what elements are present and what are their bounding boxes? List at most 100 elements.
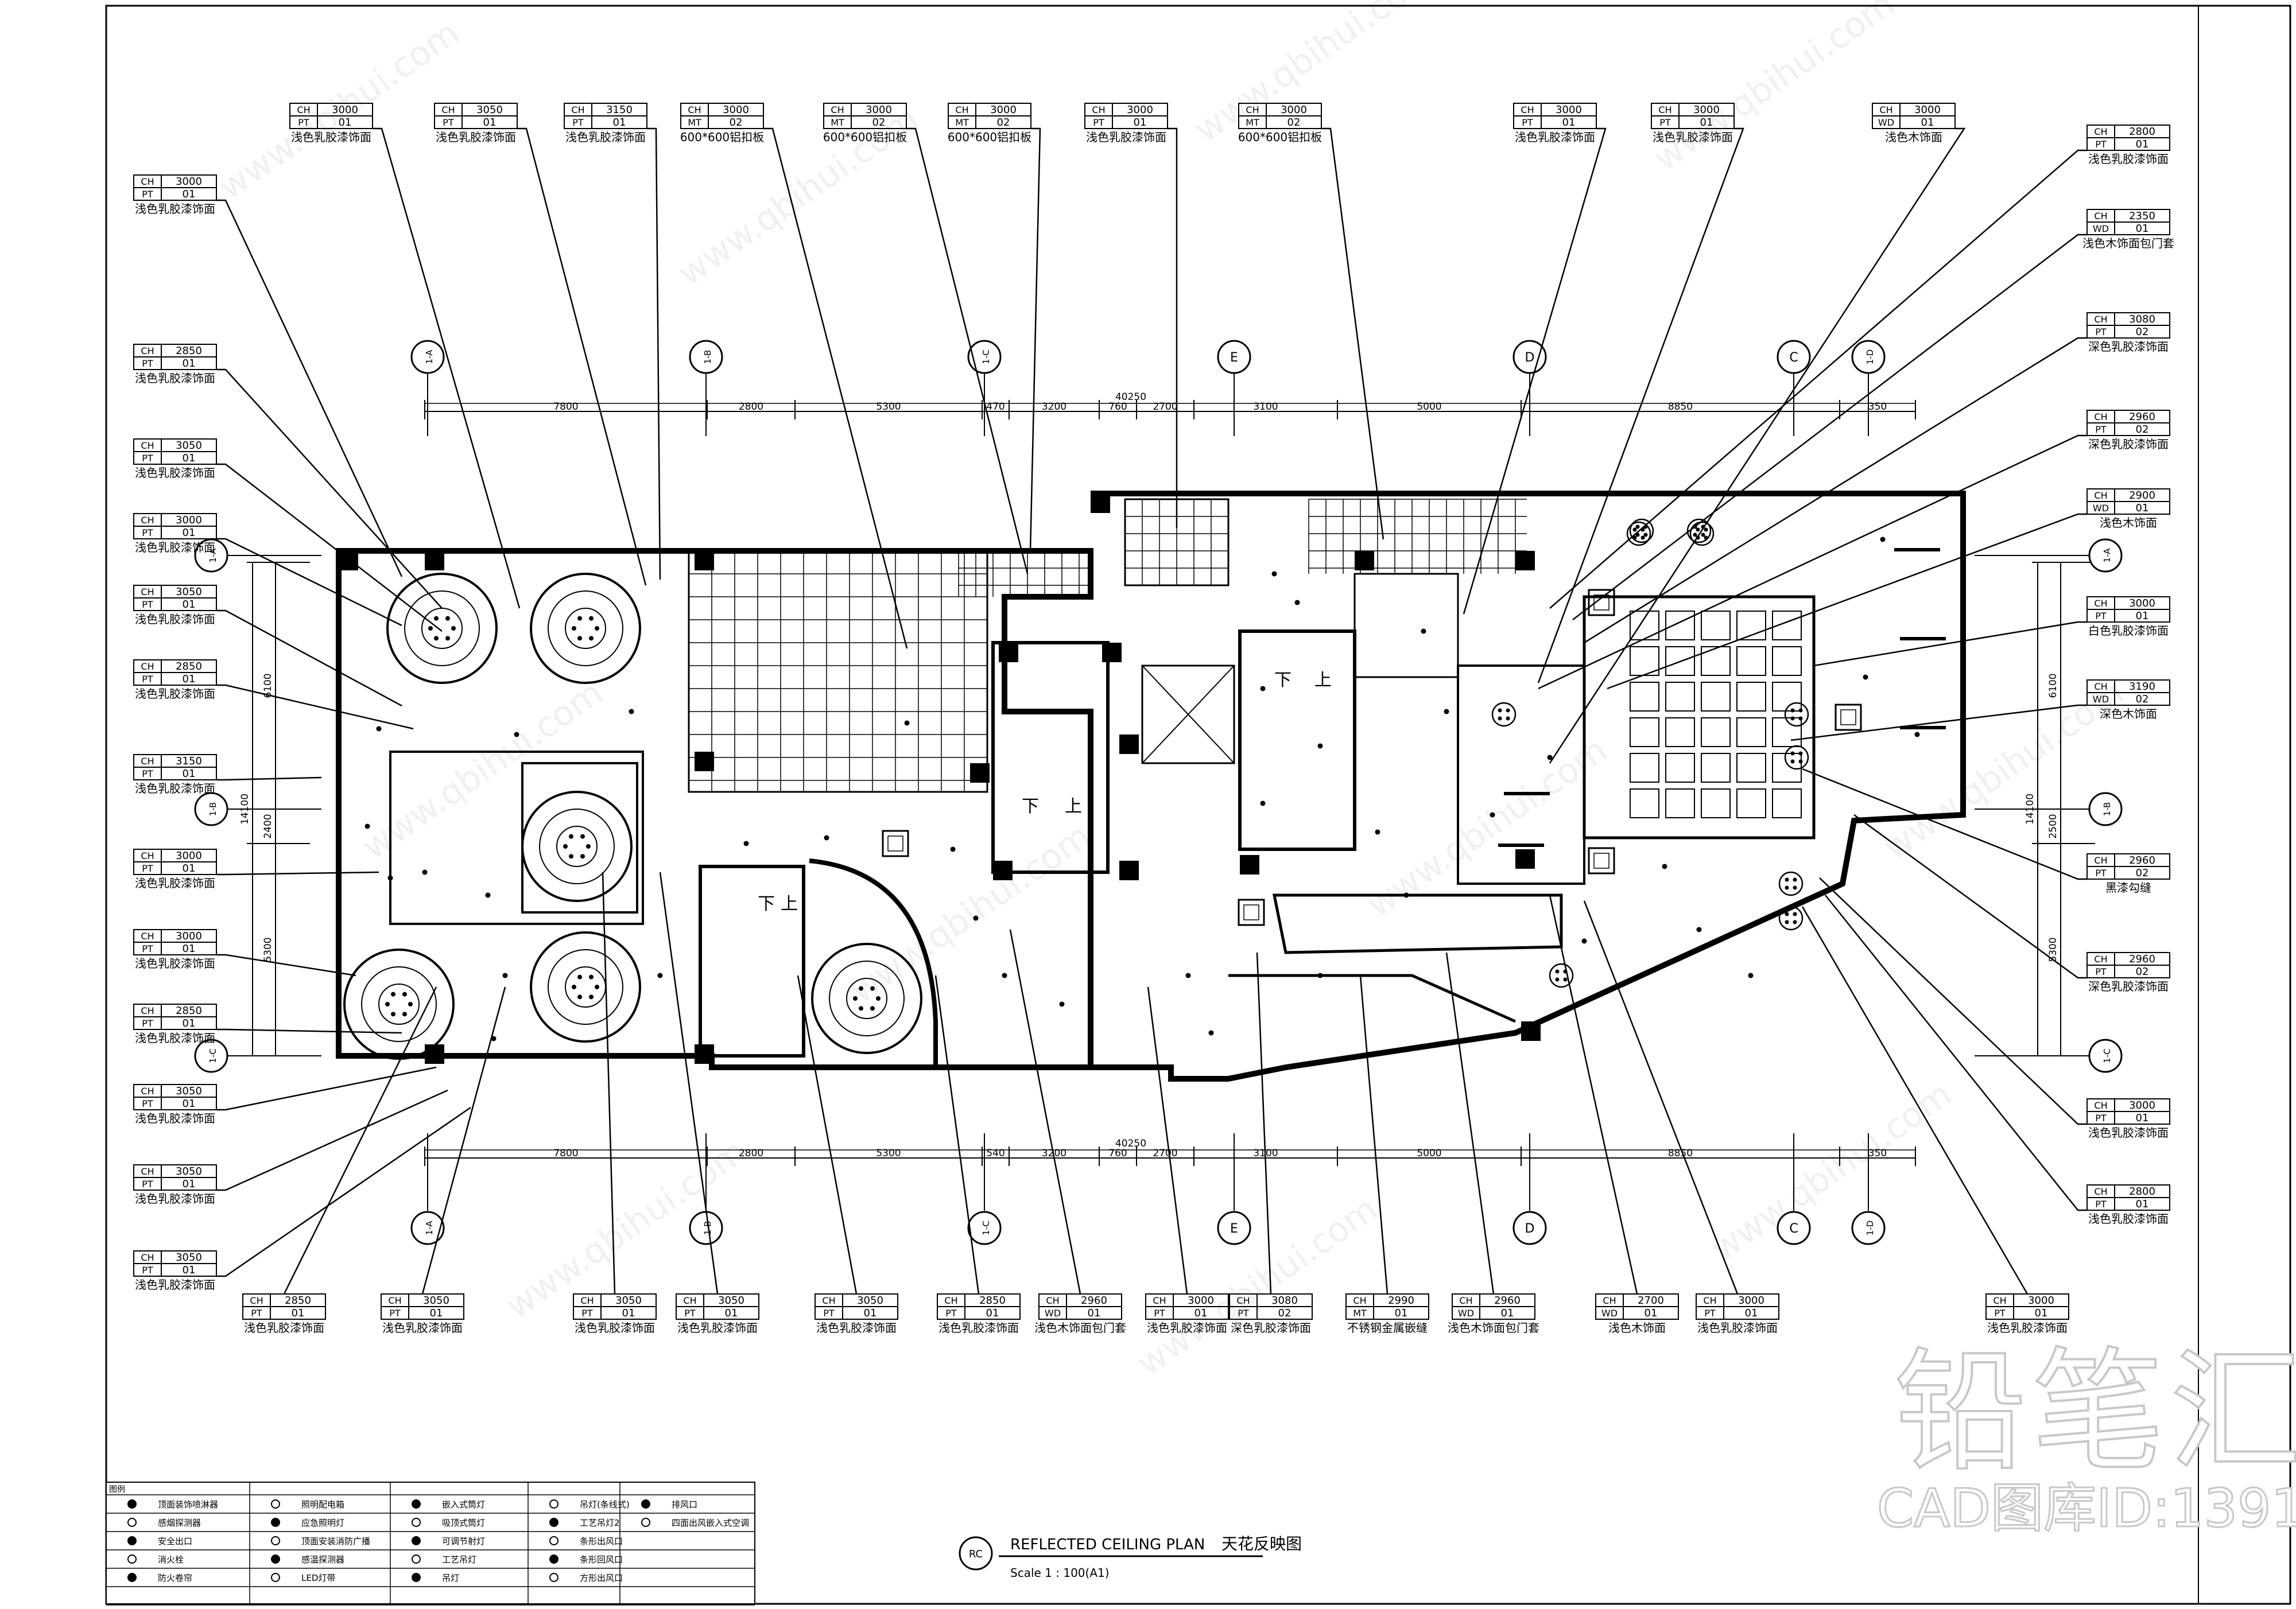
tag-desc: 浅色乳胶漆饰面 bbox=[816, 1321, 897, 1335]
leader bbox=[216, 463, 443, 632]
tag-ch: CH bbox=[388, 1295, 401, 1306]
pendant-bulb bbox=[434, 616, 439, 621]
spotlight-bulb bbox=[1704, 527, 1708, 532]
coffer-cell bbox=[1736, 717, 1766, 747]
spotlight-icon bbox=[412, 1536, 421, 1545]
tag-ch: CH bbox=[831, 104, 844, 115]
legend-item: 条形出风口 bbox=[549, 1536, 623, 1546]
leader bbox=[421, 986, 506, 1295]
downlight bbox=[514, 732, 519, 737]
pendant-bulb bbox=[853, 996, 858, 1001]
dim-top-value: 3200 bbox=[1042, 401, 1066, 413]
watermark-brand: 铅笔汇 bbox=[1894, 1336, 2296, 1489]
tag-ch: CH bbox=[250, 1295, 263, 1306]
tag-desc: 浅色乳胶漆饰面 bbox=[135, 541, 215, 554]
downlight bbox=[1490, 812, 1495, 818]
stair-direction-label: 下 bbox=[758, 894, 775, 914]
downlight bbox=[364, 823, 370, 829]
leader bbox=[1463, 127, 1607, 615]
hydrant-icon bbox=[127, 1554, 137, 1564]
surface-light-icon bbox=[412, 1518, 421, 1527]
dim-top-value: 470 bbox=[986, 401, 1004, 413]
tag-desc: 600*600铝扣板 bbox=[948, 130, 1031, 144]
tag-code: PT bbox=[1994, 1308, 2006, 1319]
coffer-cell bbox=[1630, 717, 1659, 747]
leader bbox=[1801, 906, 2029, 1295]
downlight bbox=[1662, 864, 1667, 869]
legend-item: 可调节射灯 bbox=[412, 1536, 485, 1546]
tag-code: PT bbox=[142, 189, 153, 200]
legend-item: 应急照明灯 bbox=[271, 1518, 344, 1528]
tag-num: 01 bbox=[2136, 223, 2149, 235]
tag-height: 3000 bbox=[2129, 1099, 2155, 1111]
leader bbox=[797, 975, 858, 1295]
tag-ch: CH bbox=[2094, 126, 2107, 137]
downlight bbox=[1444, 709, 1449, 714]
tag-desc: 浅色乳胶漆饰面 bbox=[135, 612, 215, 626]
downlight bbox=[1059, 1001, 1065, 1007]
round-ceiling-core bbox=[565, 608, 606, 649]
pendant-bulb bbox=[391, 992, 395, 997]
dim-left-value: 6100 bbox=[262, 673, 274, 698]
tag-height: 2700 bbox=[1638, 1295, 1664, 1307]
tag-num: 01 bbox=[292, 1307, 305, 1319]
leader bbox=[1256, 952, 1272, 1295]
tag-height: 2850 bbox=[176, 660, 202, 673]
leader bbox=[1445, 952, 1495, 1295]
tag-ch: CH bbox=[1153, 1295, 1166, 1306]
tag-ch: CH bbox=[141, 1252, 154, 1263]
tag-height: 3000 bbox=[1693, 104, 1720, 116]
legend-label: 可调节射灯 bbox=[442, 1536, 485, 1546]
square-diffuser bbox=[1238, 899, 1265, 926]
coffer-cell bbox=[1701, 646, 1731, 676]
tag-desc: 浅色乳胶漆饰面 bbox=[575, 1321, 655, 1335]
dim-top-value: 2700 bbox=[1153, 401, 1177, 413]
downlight bbox=[376, 726, 382, 732]
tag-num: 01 bbox=[183, 1017, 196, 1029]
pendant-bulb bbox=[580, 834, 585, 839]
downlight bbox=[973, 915, 979, 921]
square-diffuser-inner bbox=[1593, 594, 1609, 611]
tag-height: 2350 bbox=[2129, 210, 2155, 222]
tag-desc: 深色乳胶漆饰面 bbox=[1231, 1321, 1311, 1335]
coffer-cell bbox=[1701, 753, 1731, 783]
leader bbox=[517, 127, 647, 586]
round-ceiling-ring bbox=[811, 943, 922, 1054]
tag-height: 3000 bbox=[332, 104, 358, 116]
round-ceiling-ring bbox=[530, 573, 641, 684]
tag-height: 3050 bbox=[423, 1295, 449, 1307]
diagonal-wall bbox=[1228, 974, 1517, 1023]
tag-num: 01 bbox=[339, 116, 352, 129]
tag-height: 2960 bbox=[2129, 953, 2155, 965]
tag-num: 02 bbox=[2136, 693, 2149, 705]
legend-label: 吊灯 bbox=[442, 1573, 459, 1583]
tag-code: PT bbox=[2095, 611, 2107, 621]
leader bbox=[216, 368, 443, 609]
coffer-cell bbox=[1665, 682, 1695, 712]
spotlight-cluster bbox=[1549, 963, 1574, 988]
coffer-cell bbox=[1701, 611, 1731, 640]
tag-code: PT bbox=[945, 1308, 957, 1319]
tag-num: 01 bbox=[2136, 610, 2149, 622]
legend-title: 图例 bbox=[109, 1485, 125, 1494]
spotlight-bulb bbox=[1785, 912, 1789, 916]
square-diffuser-inner bbox=[1243, 904, 1259, 920]
leader bbox=[1584, 337, 2087, 644]
tag-num: 01 bbox=[622, 1307, 635, 1319]
spotlight-bulb bbox=[1498, 708, 1502, 713]
grid-bubble-right bbox=[2088, 792, 2123, 826]
side-room-b bbox=[1353, 573, 1459, 678]
pendant-bulb bbox=[434, 636, 439, 641]
tag-code: PT bbox=[2095, 139, 2107, 150]
spotlight-bulb bbox=[1643, 533, 1648, 537]
tag-height: 2850 bbox=[285, 1295, 311, 1307]
pendant-bulb bbox=[572, 626, 576, 631]
tag-desc: 浅色木饰面包门套 bbox=[2082, 236, 2174, 250]
tag-height: 2960 bbox=[2129, 411, 2155, 423]
